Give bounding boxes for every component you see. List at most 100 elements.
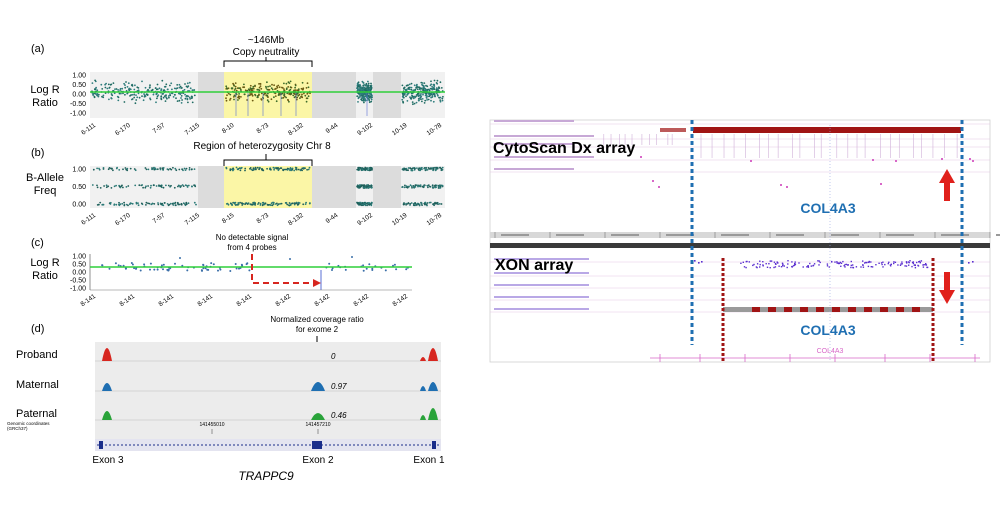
xon-purple-point — [925, 264, 927, 266]
xon-purple-point — [787, 263, 789, 265]
panel-b-point — [113, 203, 116, 206]
xon-purple-point — [810, 265, 812, 267]
panel-a-point — [104, 86, 107, 89]
xon-purple-point — [890, 263, 892, 265]
panel-a-annotation-line2: Copy neutrality — [233, 47, 300, 58]
panel-b: (b) Region of heterozygosity Chr 8 B-All… — [26, 141, 445, 227]
panel-c-point — [206, 268, 209, 271]
panel-a-point — [418, 86, 421, 89]
panel-b-point — [120, 185, 123, 188]
panel-b-point — [363, 184, 366, 187]
panel-b-point — [113, 185, 116, 188]
panel-a-point — [233, 94, 236, 97]
panel-b-point — [112, 169, 114, 172]
xon-purple-point — [908, 264, 910, 266]
panel-b-point — [412, 202, 415, 205]
panel-c-point — [179, 257, 181, 259]
panel-a-point — [418, 99, 420, 102]
panel-a-point — [273, 96, 275, 99]
panel-b-point — [297, 168, 300, 171]
panel-a-point — [156, 83, 159, 86]
panel-a-gap-0 — [198, 72, 224, 118]
panel-b-point — [254, 166, 257, 169]
panel-a-point — [438, 86, 440, 89]
panel-b-point — [273, 168, 275, 171]
panel-a-point — [368, 98, 371, 101]
xon-purple-point — [752, 264, 754, 267]
panel-a-point — [238, 93, 241, 95]
xon-purple-point — [786, 266, 788, 269]
panel-b-point — [188, 167, 191, 169]
panel-a-point — [229, 97, 232, 100]
panel-a-point — [415, 84, 418, 87]
panel-a-point — [232, 96, 235, 98]
panel-b-point — [191, 168, 193, 171]
panel-a-xtick-10: 10-78 — [426, 122, 444, 137]
panel-a-point — [158, 87, 161, 90]
panel-a-point — [157, 94, 160, 96]
panel-b-point — [296, 203, 299, 206]
panel-b-point — [225, 166, 228, 169]
panel-b-point — [280, 167, 283, 170]
panel-b-point — [254, 204, 257, 206]
panel-a-point — [367, 94, 370, 97]
panel-b-xtick-2: 7-57 — [152, 212, 167, 225]
panel-a-point — [179, 93, 182, 96]
panel-a-point — [433, 93, 435, 95]
panel-b-point — [107, 185, 110, 188]
panel-b-point — [368, 167, 371, 170]
panel-a-point — [275, 100, 278, 103]
xon-purple-point — [694, 260, 696, 262]
panel-b-point — [102, 167, 105, 169]
xon-purple-point — [793, 264, 796, 266]
panel-a-xtick-2: 7-57 — [152, 122, 167, 135]
panel-a-point — [154, 87, 157, 89]
right-panel-frame — [489, 119, 991, 363]
panel-d-track-ratio-2: 0.46 — [331, 411, 347, 420]
panel-a-point — [102, 94, 105, 97]
panel-d-peak — [420, 415, 426, 420]
panel-a-point — [93, 95, 96, 98]
panel-d-track-label-2: Paternal — [16, 408, 57, 420]
xon-purple-point — [759, 263, 761, 266]
panel-b-point — [432, 167, 435, 169]
panel-a-point — [133, 88, 136, 91]
panel-a-gap-2 — [373, 72, 401, 118]
panel-a-point — [144, 86, 147, 89]
panel-a-point — [276, 85, 278, 88]
panel-b-point — [110, 168, 113, 170]
panel-b-point — [308, 166, 311, 169]
panel-c-yticks: 1.000.500.00-0.50-1.00 — [70, 254, 86, 293]
panel-b-point — [171, 202, 174, 205]
panel-b-xtick-3: 7-115 — [184, 212, 202, 227]
panel-b-point — [167, 204, 170, 207]
panel-a-point — [243, 83, 245, 86]
panel-c-arrowhead — [313, 279, 321, 287]
panel-b-point — [423, 185, 425, 187]
panel-a-point — [370, 100, 373, 103]
panel-a-point — [149, 98, 152, 101]
panel-b-point — [144, 186, 147, 189]
panel-c-point — [210, 262, 213, 265]
panel-b-point — [116, 166, 118, 169]
panel-a-point — [152, 93, 155, 96]
track-row-label-stub — [494, 308, 589, 310]
xon-purple-point — [893, 262, 895, 265]
panel-b-gaps — [198, 166, 401, 208]
panel-a-point — [304, 94, 307, 97]
panel-b-ylabel-line2: Freq — [34, 185, 57, 197]
gene-track-ticks — [659, 354, 976, 362]
panel-a-point — [137, 89, 140, 92]
panel-a-point — [183, 88, 186, 91]
panel-a-point — [431, 95, 434, 98]
panel-b-point — [124, 167, 127, 169]
xon-purple-point — [792, 265, 795, 267]
panel-a-point — [436, 79, 439, 82]
panel-b-point — [159, 168, 162, 171]
panel-b-point — [119, 186, 122, 189]
panel-a-xtick-6: 8-132 — [287, 122, 305, 137]
panel-a-point — [131, 98, 134, 100]
panel-c-xtick-6: 8-142 — [314, 293, 332, 308]
panel-b-point — [429, 185, 431, 188]
